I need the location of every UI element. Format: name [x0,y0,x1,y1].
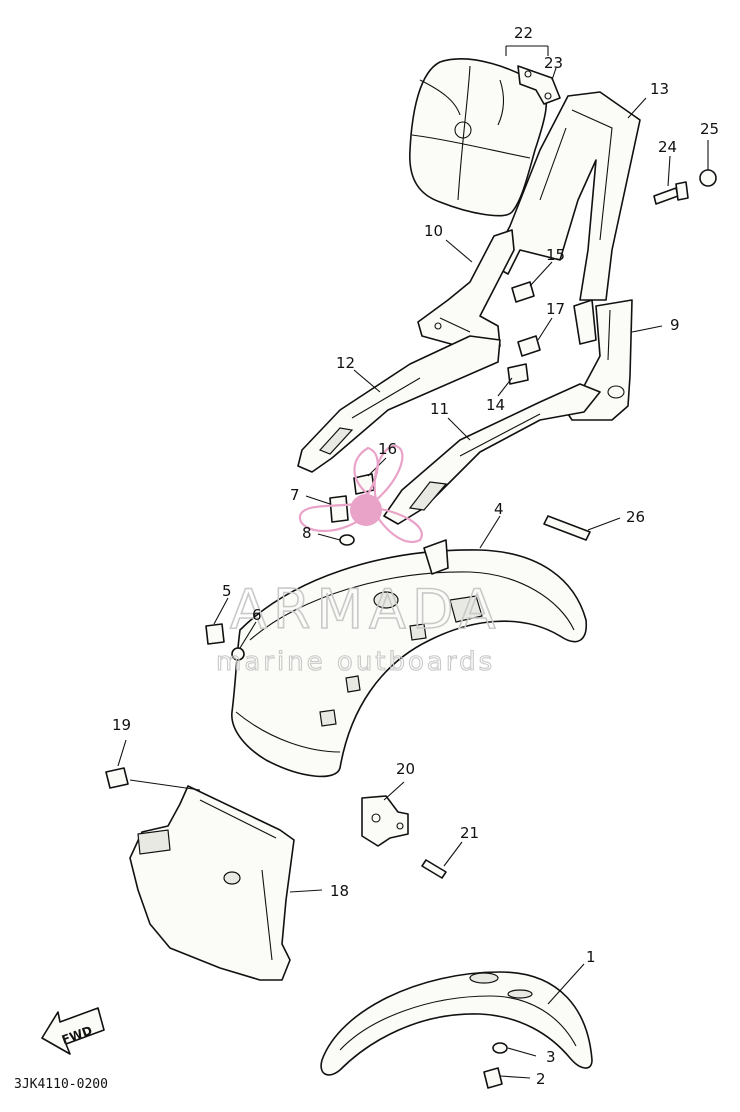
label-1: 1 [586,948,596,966]
label-17: 17 [546,300,565,318]
label-22: 22 [514,24,533,42]
watermark-brand: ARMADA [230,578,502,641]
label-24: 24 [658,138,677,156]
label-23: 23 [544,54,563,72]
label-7: 7 [290,486,300,504]
label-13: 13 [650,80,669,98]
leader-lines [117,45,709,1079]
rear-fender [231,539,587,778]
label-19: 19 [112,716,131,734]
bracket [361,795,409,847]
forward-arrow: FWD [41,1007,105,1055]
label-15: 15 [546,246,565,264]
label-25: 25 [700,120,719,138]
label-9: 9 [670,316,680,334]
label-18: 18 [330,882,349,900]
label-21: 21 [460,824,479,842]
label-5: 5 [222,582,232,600]
label-26: 26 [626,508,645,526]
watermark-logo-center [350,494,382,526]
front-fender [320,971,593,1076]
backrest-pad [409,58,548,217]
label-2: 2 [536,1070,546,1088]
label-8: 8 [302,524,312,542]
label-14: 14 [486,396,505,414]
part-labels: 1 2 3 4 5 6 7 8 9 10 11 12 13 14 15 16 1… [112,24,719,1088]
long-stay-left [297,335,501,473]
label-20: 20 [396,760,415,778]
label-4: 4 [494,500,504,518]
hardware [105,169,717,1089]
watermark: ARMADA marine outboards [215,444,502,678]
label-11: 11 [430,400,449,418]
label-12: 12 [336,354,355,372]
label-10: 10 [424,222,443,240]
watermark-tagline: marine outboards [216,647,495,677]
inner-fender [129,785,295,981]
label-3: 3 [546,1048,556,1066]
backrest-bracket [517,65,561,105]
diagram-code: 3JK4110-0200 [14,1077,108,1092]
label-6: 6 [252,606,262,624]
seat-mount-arm [417,229,515,353]
long-stay-right [383,383,601,525]
label-16: 16 [378,440,397,458]
